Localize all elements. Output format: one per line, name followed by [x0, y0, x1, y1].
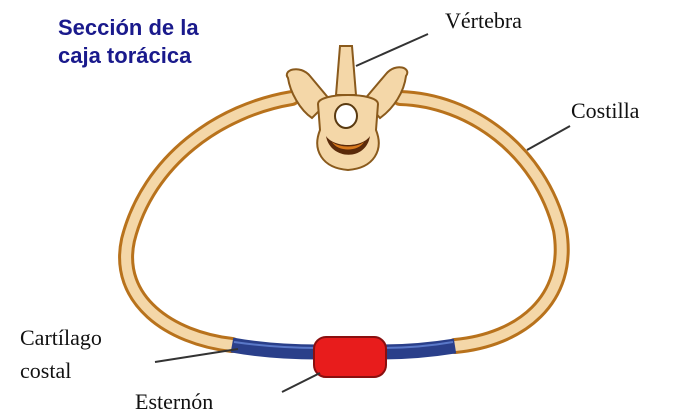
vertebral-foramen — [335, 104, 357, 128]
label-costilla: Costilla — [571, 98, 640, 123]
rib-right-fill — [400, 98, 562, 346]
vertebra — [287, 46, 408, 170]
label-vertebra: Vértebra — [445, 8, 522, 33]
label-cartilago-line-1: Cartílago — [20, 325, 102, 350]
label-esternon: Esternón — [135, 389, 213, 414]
leader-vertebra — [356, 34, 428, 66]
spinous-process — [336, 46, 356, 95]
leader-costilla — [527, 126, 570, 150]
leader-esternon — [282, 373, 320, 392]
rib-left-fill — [126, 98, 292, 345]
label-cartilago-line-2: costal — [20, 358, 71, 383]
leader-cartilago — [155, 349, 238, 362]
sternum — [314, 337, 386, 377]
